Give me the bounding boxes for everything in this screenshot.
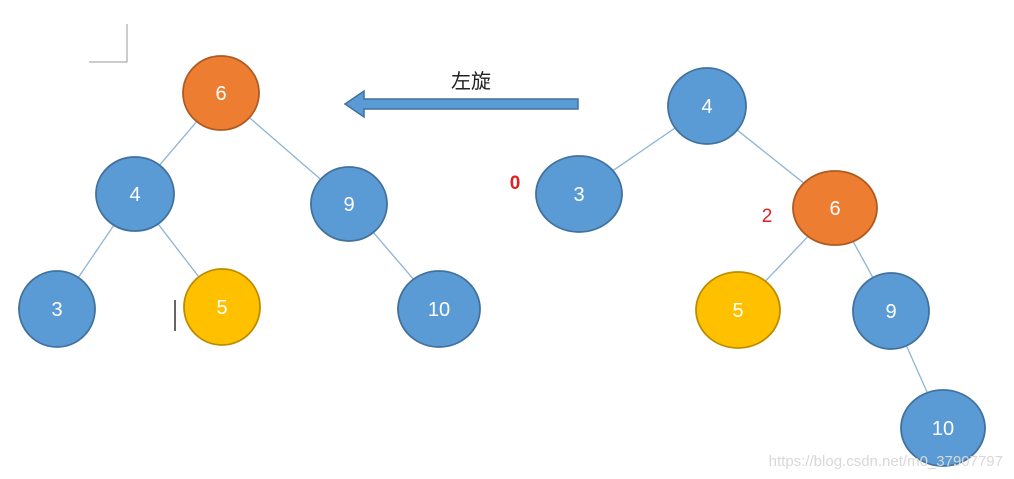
- before-rotation-tree: 4 3 6 5 9 10: [535, 67, 986, 467]
- before-tree-edge-4-6: [736, 129, 807, 186]
- node-circle: [18, 270, 96, 348]
- node-label: 9: [885, 301, 896, 323]
- node-label: 5: [732, 300, 743, 322]
- balance-factor-left: 0: [510, 173, 521, 194]
- before-tree-node-6: 6: [792, 170, 878, 246]
- node-label: 6: [829, 198, 840, 220]
- node-label: 3: [573, 184, 584, 206]
- after-tree-node-5: 5: [183, 268, 261, 346]
- before-tree-edge-6-5: [763, 234, 810, 283]
- node-label: 10: [428, 299, 450, 321]
- node-circle: [900, 389, 986, 467]
- after-tree-edge-6-9: [248, 116, 322, 181]
- before-tree-node-4: 4: [667, 67, 747, 145]
- node-circle: [182, 55, 260, 131]
- node-circle: [695, 271, 781, 349]
- after-tree-edge-6-4: [158, 120, 198, 167]
- after-tree-node-9: 9: [310, 166, 388, 242]
- node-circle: [667, 67, 747, 145]
- after-tree-node-4: 4: [95, 156, 175, 232]
- after-tree-node-3: 3: [18, 270, 96, 348]
- balance-factor-right: 2: [762, 206, 773, 227]
- node-label: 10: [932, 418, 954, 440]
- node-circle: [792, 170, 878, 246]
- after-rotation-tree: 6 4 9 3 5 10: [18, 55, 481, 348]
- after-tree-edge-9-10: [372, 231, 415, 281]
- before-tree-node-3: 3: [535, 155, 623, 233]
- before-tree-node-9: 9: [852, 272, 930, 350]
- node-label: 4: [701, 96, 712, 118]
- node-label: 9: [343, 194, 354, 216]
- node-circle: [310, 166, 388, 242]
- node-label: 3: [51, 299, 62, 321]
- node-label: 6: [215, 83, 226, 105]
- before-tree-node-5: 5: [695, 271, 781, 349]
- before-tree-edge-9-10: [905, 345, 929, 394]
- after-tree-node-10: 10: [397, 270, 481, 348]
- node-circle: [183, 268, 261, 346]
- before-rotation-tree-edges: [609, 126, 929, 394]
- after-tree-edge-4-3: [77, 224, 115, 278]
- node-circle: [535, 155, 623, 233]
- node-label: 4: [129, 184, 140, 206]
- watermark: https://blog.csdn.net/m0_37907797: [769, 453, 1003, 470]
- node-circle: [397, 270, 481, 348]
- before-tree-edge-4-3: [609, 126, 677, 174]
- node-circle: [852, 272, 930, 350]
- after-tree-node-6: 6: [182, 55, 260, 131]
- node-label: 5: [216, 297, 227, 319]
- left-arrow-icon: [343, 89, 579, 119]
- rotation-label: 左旋: [451, 69, 491, 93]
- before-tree-edge-6-9: [852, 240, 874, 278]
- before-tree-node-10: 10: [900, 389, 986, 467]
- after-tree-edge-4-5: [157, 222, 200, 278]
- node-circle: [95, 156, 175, 232]
- page-corner-mark: [89, 24, 128, 63]
- after-rotation-tree-edges: [77, 116, 415, 281]
